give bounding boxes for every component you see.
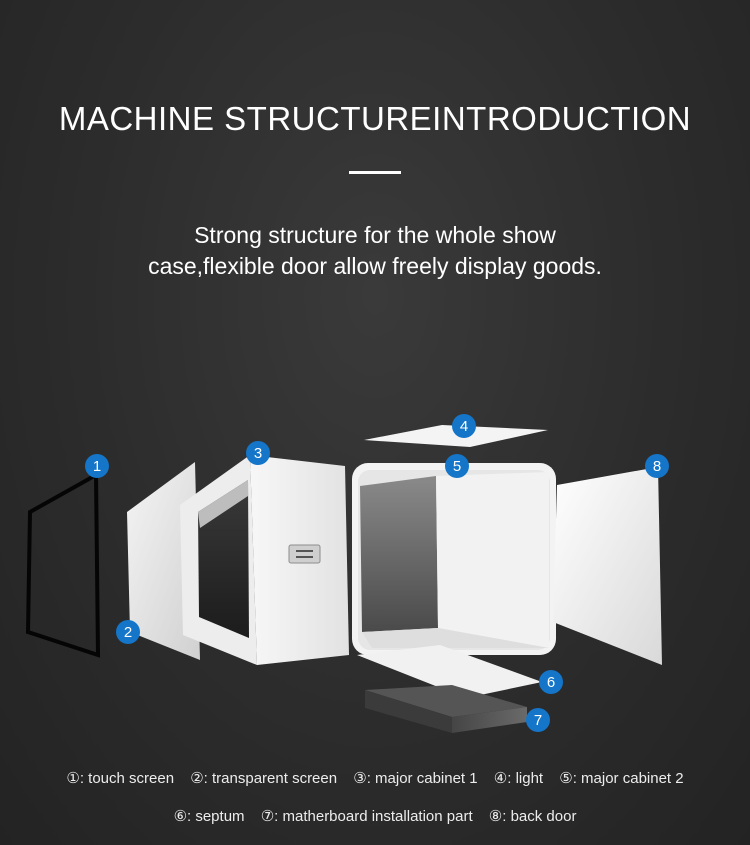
svg-text:1: 1 xyxy=(93,458,101,475)
badge-6: 6 xyxy=(539,670,563,694)
svg-text:8: 8 xyxy=(653,458,661,475)
subtitle-line-2: case,flexible door allow freely display … xyxy=(148,253,602,279)
legend-item-major-cabinet-1: ③: major cabinet 1 xyxy=(353,770,478,787)
legend-item-motherboard: ⑦: matherboard installation part xyxy=(260,808,473,825)
septum-part xyxy=(357,645,542,698)
legend-row-2: ⑥: septum ⑦: matherboard installation pa… xyxy=(0,807,750,825)
svg-text:6: 6 xyxy=(547,674,555,691)
back-door-part xyxy=(553,467,662,665)
motherboard-part xyxy=(365,685,527,733)
legend-row-1: ①: touch screen ②: transparent screen ③:… xyxy=(0,769,750,787)
legend-item-septum: ⑥: septum xyxy=(173,808,245,825)
svg-text:2: 2 xyxy=(124,624,132,641)
legend-item-major-cabinet-2: ⑤: major cabinet 2 xyxy=(559,770,684,787)
badge-4: 4 xyxy=(452,414,476,438)
svg-text:4: 4 xyxy=(460,418,468,435)
badge-5: 5 xyxy=(445,454,469,478)
svg-text:3: 3 xyxy=(254,445,262,462)
badge-3: 3 xyxy=(246,441,270,465)
lock-icon xyxy=(288,544,321,564)
badge-2: 2 xyxy=(116,620,140,644)
svg-text:7: 7 xyxy=(534,712,542,729)
badge-7: 7 xyxy=(526,708,550,732)
svg-text:5: 5 xyxy=(453,458,461,475)
subtitle-line-1: Strong structure for the whole show xyxy=(194,222,556,248)
badge-1: 1 xyxy=(85,454,109,478)
badge-8: 8 xyxy=(645,454,669,478)
legend-item-back-door: ⑧: back door xyxy=(488,808,577,825)
major-cabinet-1-part xyxy=(180,455,349,665)
light-part xyxy=(364,425,548,447)
title-underline xyxy=(349,171,401,174)
page-title: MACHINE STRUCTUREINTRODUCTION xyxy=(58,100,692,137)
legend-item-light: ④: light xyxy=(493,770,544,787)
major-cabinet-2-part xyxy=(352,463,556,655)
subtitle: Strong structure for the whole show case… xyxy=(0,220,750,282)
touch-screen-part xyxy=(25,471,101,658)
legend-item-touch-screen: ①: touch screen xyxy=(66,770,175,787)
legend-item-transparent-screen: ②: transparent screen xyxy=(190,770,338,787)
